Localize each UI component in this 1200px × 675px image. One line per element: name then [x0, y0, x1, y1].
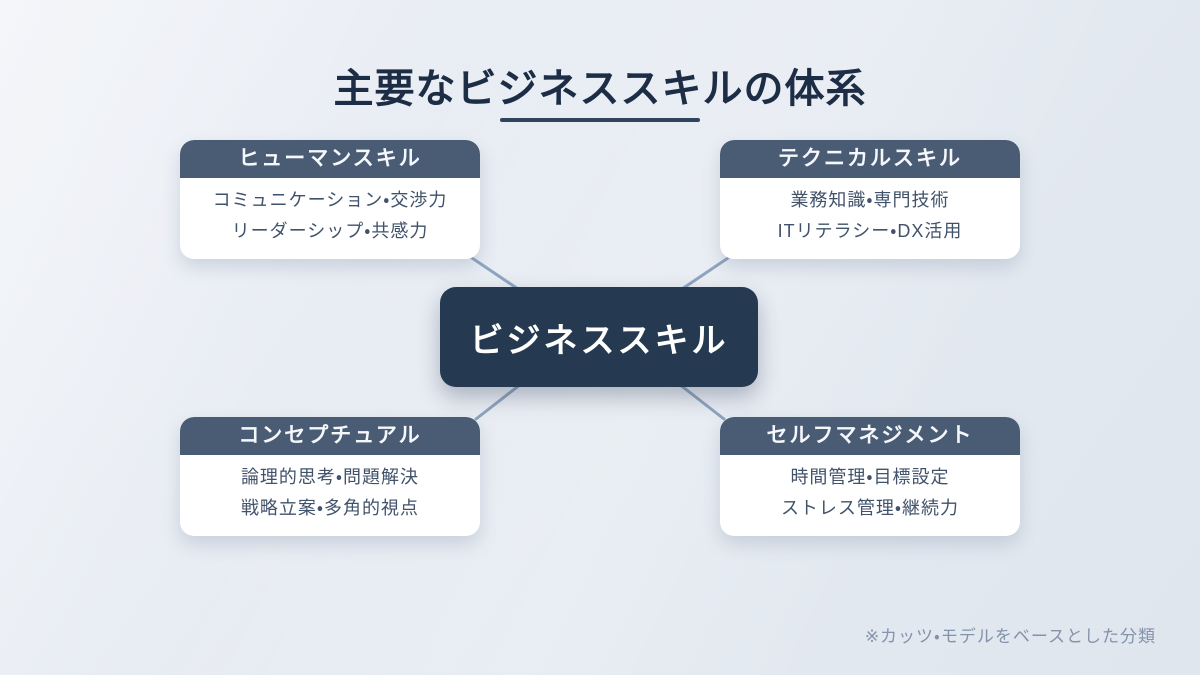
- skill-box-technical-body: 業務知識・専門技術 ITリテラシー・DX活用: [720, 178, 1020, 247]
- skill-box-conceptual: コンセプチュアル 論理的思考・問題解決 戦略立案・多角的視点: [180, 417, 480, 536]
- skill-box-human: ヒューマンスキル コミュニケーション・交渉力 リーダーシップ・共感力: [180, 140, 480, 259]
- connector-bottom-left: [474, 382, 523, 421]
- page-title: 主要なビジネススキルの体系: [333, 67, 867, 111]
- skill-box-conceptual-line2: 戦略立案・多角的視点: [240, 498, 420, 518]
- center-node-label: ビジネススキル: [469, 321, 729, 360]
- center-node: ビジネススキル: [440, 287, 758, 387]
- skill-box-selfmgmt: セルフマネジメント 時間管理・目標設定 ストレス管理・継続力: [720, 417, 1020, 536]
- skill-box-selfmgmt-body: 時間管理・目標設定 ストレス管理・継続力: [720, 455, 1020, 524]
- footnote: ※カッツ・モデルをベースとした分類: [864, 627, 1156, 646]
- skill-box-selfmgmt-line2: ストレス管理・継続力: [780, 498, 960, 518]
- skill-box-conceptual-body: 論理的思考・問題解決 戦略立案・多角的視点: [180, 455, 480, 524]
- skill-box-conceptual-line1: 論理的思考・問題解決: [240, 467, 420, 487]
- skill-box-human-title: ヒューマンスキル: [180, 140, 480, 178]
- skill-box-conceptual-title: コンセプチュアル: [180, 417, 480, 455]
- skill-box-human-body: コミュニケーション・交渉力 リーダーシップ・共感力: [180, 178, 480, 247]
- skill-box-human-line1: コミュニケーション・交渉力: [212, 190, 448, 210]
- skill-box-technical-line1: 業務知識・専門技術: [790, 190, 950, 210]
- skill-box-technical-line2: ITリテラシー・DX活用: [777, 221, 963, 241]
- connector-bottom-right: [677, 382, 726, 421]
- skill-box-human-line2: リーダーシップ・共感力: [231, 221, 429, 241]
- skill-box-technical-title: テクニカルスキル: [720, 140, 1020, 178]
- skill-box-selfmgmt-line1: 時間管理・目標設定: [790, 467, 950, 487]
- skill-box-technical: テクニカルスキル 業務知識・専門技術 ITリテラシー・DX活用: [720, 140, 1020, 259]
- skill-box-selfmgmt-title: セルフマネジメント: [720, 417, 1020, 455]
- title-underline: [500, 118, 700, 122]
